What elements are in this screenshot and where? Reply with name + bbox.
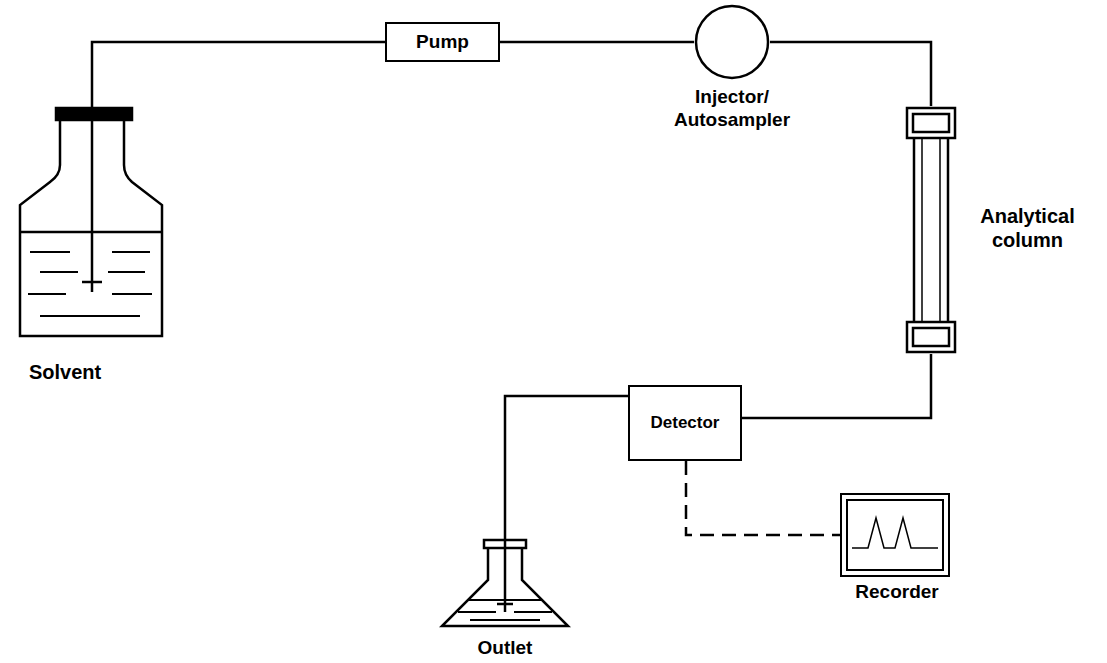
outlet-flask-label: Outlet [436, 637, 574, 660]
column-wall [921, 138, 923, 322]
bottle-cap [56, 108, 132, 120]
column-wall [947, 138, 950, 322]
bottom-fitting-inner [913, 328, 949, 346]
signal-cable [686, 461, 840, 535]
outlet-flask: Outlet [436, 540, 574, 662]
column-wall [913, 138, 916, 322]
flow-tubing [505, 396, 628, 540]
solvent-reservoir: Solvent [15, 108, 165, 386]
bottom-fitting [907, 322, 955, 352]
recorder-box-label: Recorder [832, 581, 962, 604]
screen-inner-frame [847, 500, 943, 570]
flow-tubing [500, 41, 694, 44]
column-wall [939, 138, 941, 322]
top-fitting-inner [913, 114, 949, 132]
liquid-hatching [28, 252, 152, 316]
outlet-flask [442, 540, 568, 626]
top-fitting [907, 108, 955, 138]
flow-tubing [92, 42, 385, 108]
flow-tubing [770, 42, 931, 106]
solvent-bottle [20, 108, 162, 336]
recorder-screen [847, 500, 943, 570]
outlet-tube [504, 540, 507, 612]
injector-circle-label: Injector/ Autosampler [652, 86, 812, 132]
pump-box-label: Pump [416, 31, 469, 54]
inlet-filter [82, 281, 102, 284]
detector-box: Detector [628, 385, 742, 461]
inlet-tube [91, 120, 94, 292]
injector-circle: Injector/ Autosampler [694, 4, 770, 80]
analytical-column: Analytical column [905, 106, 957, 354]
outlet-tube-end [497, 603, 513, 606]
injector-valve [696, 6, 768, 78]
column-body [907, 108, 955, 352]
recorder-box: Recorder [840, 493, 950, 577]
liquid-hatching [458, 600, 552, 620]
detector-box-label: Detector [651, 413, 720, 433]
solvent-reservoir-label: Solvent [15, 360, 165, 384]
pump-box: Pump [385, 22, 500, 62]
chromatogram-peaks [852, 518, 938, 548]
bottle-outline [20, 120, 162, 336]
flow-tubing [742, 354, 931, 418]
analytical-column-label: Analytical column [965, 204, 1090, 252]
injector-outline [694, 4, 770, 80]
